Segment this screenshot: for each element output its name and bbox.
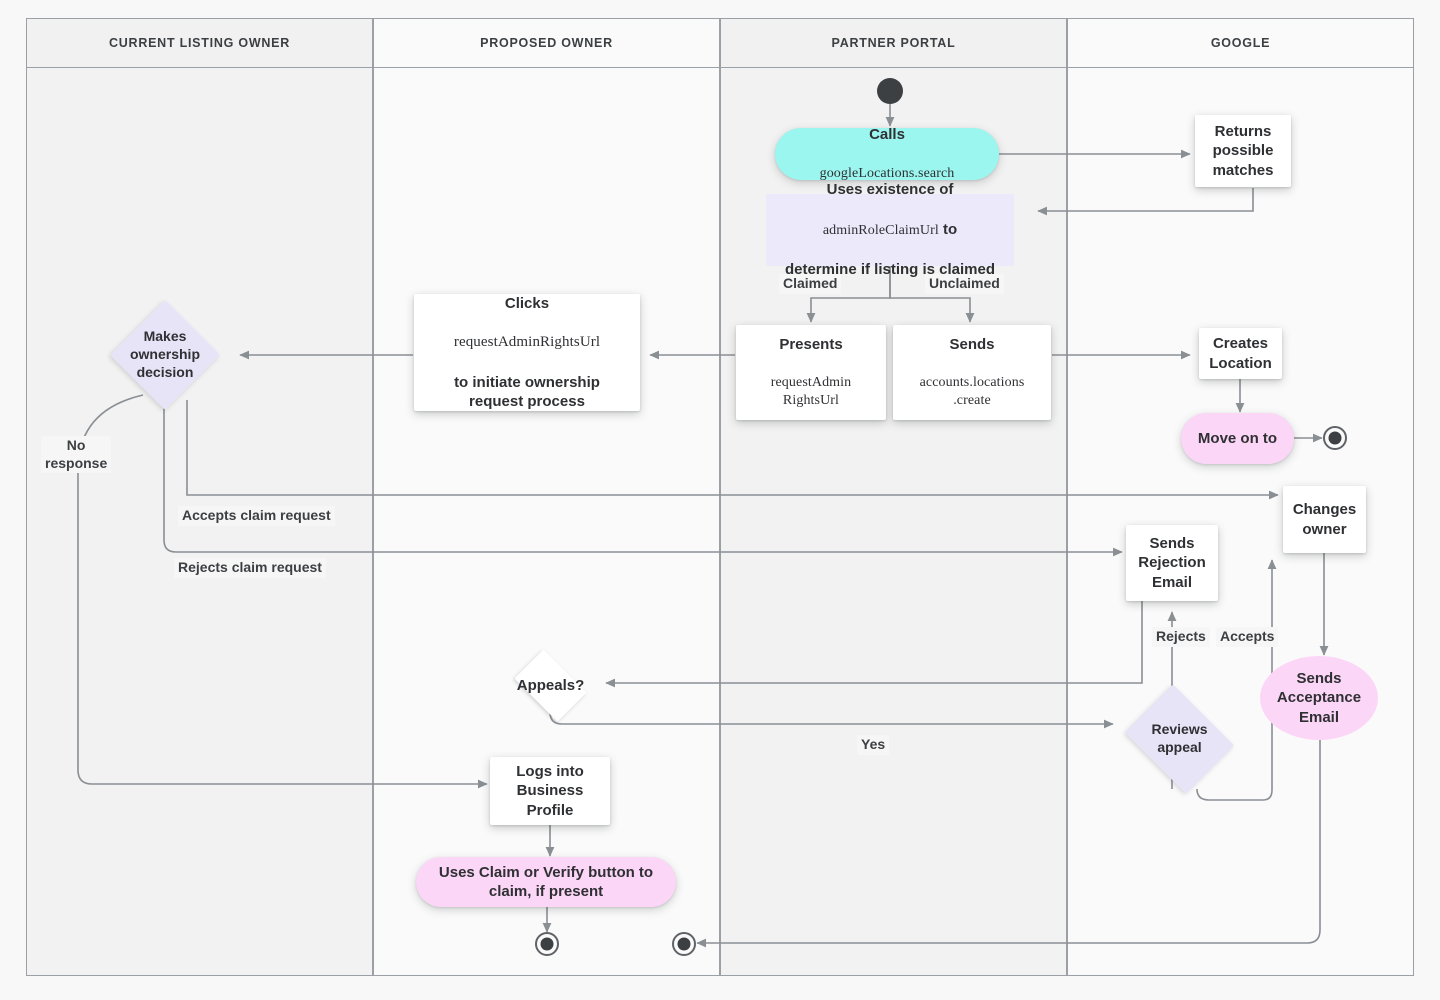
lane-body-proposed-owner xyxy=(373,68,720,976)
lane-title: GOOGLE xyxy=(1210,36,1271,50)
node-line-1: Presents xyxy=(779,335,843,353)
node-sends-acceptance-email[interactable]: Sends Acceptance Email xyxy=(1260,656,1378,740)
node-line-1: Uses existence of xyxy=(826,181,954,199)
node-text: Uses Claim or Verify button to claim, if… xyxy=(438,863,654,900)
node-sends-accounts-locations-create[interactable]: Sends accounts.locations .create xyxy=(893,325,1051,420)
node-presents-request-admin-rights-url[interactable]: Presents requestAdmin RightsUrl xyxy=(736,325,886,420)
node-text: Sends Acceptance Email xyxy=(1276,670,1362,726)
edge-label-no-response: No response xyxy=(41,436,112,473)
edge-label-rejects-claim-request: Rejects claim request xyxy=(174,558,326,578)
end-node-partner-portal xyxy=(672,932,696,956)
node-line-3: to initiate ownership request process xyxy=(454,373,600,411)
edge-label-unclaimed: Unclaimed xyxy=(925,274,1004,294)
edge-label-accepts: Accepts xyxy=(1216,627,1279,647)
start-node xyxy=(877,78,903,104)
node-changes-owner[interactable]: Changes owner xyxy=(1283,486,1366,553)
node-text: Move on to xyxy=(1197,429,1278,447)
lane-title: CURRENT LISTING OWNER xyxy=(108,36,291,50)
end-node-proposed-owner xyxy=(535,932,559,956)
node-text: Logs into Business Profile xyxy=(516,763,584,819)
node-text: Returns possible matches xyxy=(1212,123,1274,179)
node-line-2-code: adminRoleClaimUrl xyxy=(822,223,939,239)
node-makes-ownership-decision[interactable]: Makes ownership decision xyxy=(110,300,220,410)
node-appeals-decision[interactable]: Appeals? xyxy=(495,648,606,723)
edge-label-yes: Yes xyxy=(857,735,890,755)
node-uses-existence-of-admin-role-claim-url[interactable]: Uses existence of adminRoleClaimUrl to d… xyxy=(766,181,1014,278)
node-text: Changes owner xyxy=(1292,501,1357,538)
node-move-on-to[interactable]: Move on to xyxy=(1181,413,1294,464)
node-line-2-suffix: to xyxy=(938,221,958,239)
node-line-2: googleLocations.search xyxy=(819,165,955,181)
node-logs-into-business-profile[interactable]: Logs into Business Profile xyxy=(490,757,610,825)
lane-header-current-listing-owner: CURRENT LISTING OWNER xyxy=(26,18,373,68)
node-creates-location[interactable]: Creates Location xyxy=(1199,328,1282,379)
lane-header-partner-portal: PARTNER PORTAL xyxy=(720,18,1067,68)
edge-label-accepts-claim-request: Accepts claim request xyxy=(178,506,335,526)
node-text: Sends Rejection Email xyxy=(1138,535,1206,591)
node-sends-rejection-email[interactable]: Sends Rejection Email xyxy=(1126,525,1218,601)
node-text: Reviews appeal xyxy=(1151,721,1208,755)
node-calls-google-locations-search[interactable]: Calls googleLocations.search xyxy=(775,126,999,181)
lane-title: PROPOSED OWNER xyxy=(480,36,613,50)
lane-header-proposed-owner: PROPOSED OWNER xyxy=(373,18,720,68)
node-line-1: Calls xyxy=(869,126,905,144)
node-line-1: Clicks xyxy=(504,294,550,312)
node-line-1: Sends xyxy=(949,335,995,353)
node-line-2: requestAdmin RightsUrl xyxy=(770,375,852,409)
node-text: Creates Location xyxy=(1209,335,1272,372)
node-clicks-request-admin-rights-url[interactable]: Clicks requestAdminRightsUrl to initiate… xyxy=(414,294,640,411)
lane-title: PARTNER PORTAL xyxy=(831,36,956,50)
lane-header-google: GOOGLE xyxy=(1067,18,1414,68)
node-reviews-appeal[interactable]: Reviews appeal xyxy=(1116,684,1243,794)
node-returns-possible-matches[interactable]: Returns possible matches xyxy=(1195,115,1291,187)
node-uses-claim-or-verify-button[interactable]: Uses Claim or Verify button to claim, if… xyxy=(416,857,676,907)
end-node-google xyxy=(1323,426,1347,450)
edge-label-rejects: Rejects xyxy=(1152,627,1210,647)
node-line-2: accounts.locations .create xyxy=(919,375,1025,409)
node-text: Makes ownership decision xyxy=(129,328,200,380)
edge-label-claimed: Claimed xyxy=(779,274,842,294)
node-line-2: requestAdminRightsUrl xyxy=(453,334,601,351)
node-text: Appeals? xyxy=(516,676,585,694)
